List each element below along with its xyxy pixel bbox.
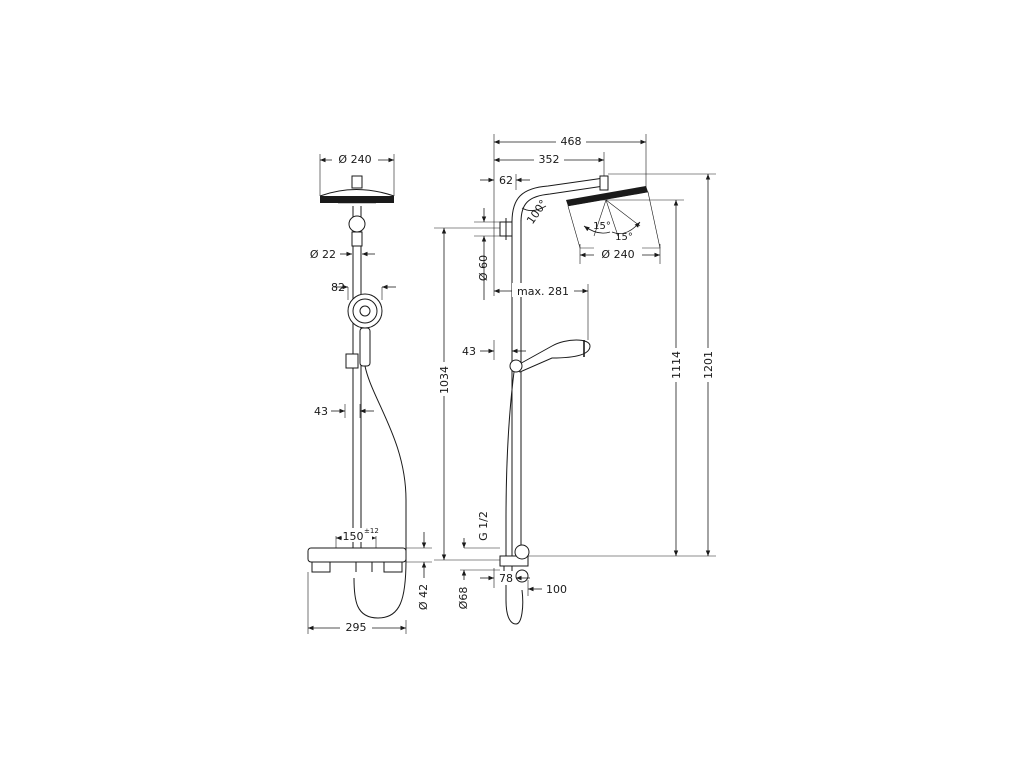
dim-front-hose-offset: 43 (314, 405, 328, 418)
front-hose (353, 365, 407, 619)
dim-front-pipe-diameter: Ø 22 (310, 248, 336, 261)
front-dimensions: Ø 240 Ø 22 82 43 150 ±12 (307, 152, 432, 634)
dim-front-thermostat-spacing: 150 (343, 530, 364, 543)
dim-front-connection-diameter: Ø 42 (417, 584, 430, 610)
dim-side-bracket-height: 1034 (438, 366, 451, 394)
side-view: 468 352 62 100° 15° 15° (434, 134, 716, 625)
dim-side-arm-to-head: 352 (539, 153, 560, 166)
dim-side-connection-depth: 78 (499, 572, 513, 585)
dim-side-tilt-right: 15° (615, 232, 633, 243)
dim-side-handshower-reach: max. 281 (517, 285, 569, 298)
dim-side-connection-thread: G 1/2 (477, 511, 490, 541)
dim-front-head-diameter: Ø 240 (338, 153, 371, 166)
dim-side-escutcheon-diameter: Ø68 (457, 587, 470, 610)
side-riser-pipe (499, 218, 522, 556)
side-dimensions: 468 352 62 100° 15° 15° (434, 134, 716, 609)
side-hand-shower (509, 339, 591, 373)
dim-side-head-height: 1114 (670, 351, 683, 379)
dim-side-arm-length: 468 (561, 135, 582, 148)
dim-side-wall-offset: 62 (499, 174, 513, 187)
dim-side-tilt-left: 15° (593, 221, 611, 232)
dim-side-handshower-offset: 43 (462, 345, 476, 358)
dim-side-bracket-diameter: Ø 60 (477, 255, 490, 281)
side-shower-arm (511, 177, 605, 223)
front-riser-pipe (348, 206, 366, 548)
front-hand-shower (345, 293, 383, 369)
front-thermostat (307, 547, 407, 573)
dim-front-handshower-width: 82 (331, 281, 345, 294)
side-hose (505, 371, 524, 625)
dim-front-overall-width: 295 (346, 621, 367, 634)
front-shower-head (319, 175, 395, 204)
dim-side-head-diameter: Ø 240 (601, 248, 634, 261)
front-view: Ø 240 Ø 22 82 43 150 ±12 (307, 152, 432, 634)
dim-side-mixer-depth: 100 (546, 583, 567, 596)
dim-side-overall-height: 1201 (702, 351, 715, 379)
dim-front-thermostat-tolerance: ±12 (364, 527, 379, 535)
